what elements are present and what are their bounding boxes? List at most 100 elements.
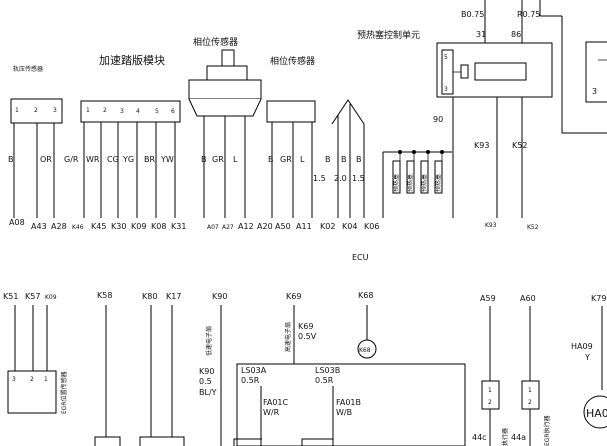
ecu-top-pins: A08 A43 A28 K46 K45 K30 K09 K08 K31 A07 … (9, 218, 539, 231)
fa01b-wire-color: W/B (336, 408, 352, 417)
ecu-pin-k06: K06 (364, 222, 379, 231)
pin-31-label: 31 (476, 30, 486, 39)
pedal-wire-label-yw: YW (160, 155, 174, 164)
pedal-pin-6: 6 (171, 108, 175, 115)
egr-actuator-label: EGR执行器 (543, 415, 551, 446)
a59-pin-1: 1 (488, 387, 492, 394)
pedal-pin-3: 3 (120, 108, 124, 115)
ecu-pin-a50: A50 (275, 222, 291, 231)
phase1-label-gr: GR (212, 155, 224, 164)
ls03b-wire: 0.5R (315, 376, 334, 385)
pedal-pin-4: 4 (136, 108, 140, 115)
a60-pin-1: 1 (528, 387, 532, 394)
ecu-pin-k02: K02 (320, 222, 335, 231)
pin-86-label: 86 (511, 30, 521, 39)
a60-pin-2: 2 (528, 399, 532, 406)
phase1-label-b: B (201, 155, 207, 164)
phase-sensor-1-base (188, 98, 262, 117)
ecu-pin-k69: K69 (286, 292, 301, 301)
rail-pin-1: 1 (15, 107, 19, 114)
ls03b-label: LS03B (315, 366, 340, 375)
ecu-pin-a43: A43 (31, 222, 47, 231)
egr-position-sensor-label: EGR位置传感器 (60, 371, 68, 414)
ecu-pin-a59: A59 (480, 294, 496, 303)
preheat-relay-pin-3: 3 (444, 86, 448, 93)
ecu-pin-a11: A11 (296, 222, 312, 231)
ecu-label: ECU (352, 253, 369, 262)
preheat-plug-1 (392, 160, 401, 194)
ecu-pin-k30: K30 (111, 222, 126, 231)
actuator-partial-label: 执行器 (501, 428, 509, 446)
ecu-pin-k09: K09 (131, 222, 146, 231)
k93-wire-label: K93 (474, 141, 489, 150)
egr-pos-pin-2: 2 (30, 376, 34, 383)
relay-box-1 (94, 436, 121, 446)
phase-sensor-2-box (266, 100, 316, 123)
ecu-pin-a12: A12 (238, 222, 254, 231)
ecu-pin-a28: A28 (51, 222, 67, 231)
egr-pos-pin-1: 1 (44, 376, 48, 383)
ha0-partial-label: HA0 (586, 407, 607, 420)
ecu-pin-k17: K17 (166, 292, 181, 301)
accel-pedal-module-box (80, 100, 181, 123)
ecu-pin-k45: K45 (91, 222, 106, 231)
k52-wire-label: K52 (512, 141, 527, 150)
high-speed-fan-label: 高速电子扇 (284, 322, 292, 352)
right-partial-pin-3: 3 (592, 87, 597, 96)
ecu-pin-k79: K79 (591, 294, 606, 303)
phase2-label-l: L (300, 155, 305, 164)
preheat-plug-4 (434, 160, 443, 194)
plug-wire-b-2: B (341, 155, 347, 164)
phase-sensor-1-neck (206, 65, 248, 81)
phase-sensor-1-tip (221, 49, 235, 67)
plug-wire-b-3: B (356, 155, 362, 164)
phase2-label-b: B (268, 155, 274, 164)
ecu-pin-k93: K93 (485, 222, 497, 229)
terminal-44c: 44c (472, 433, 487, 442)
ecu-pin-k04: K04 (342, 222, 357, 231)
preheat-relay-contact (460, 64, 469, 79)
b075-label: B0.75 (461, 10, 484, 19)
ecu-pin-k51: K51 (3, 292, 18, 301)
phase-sensor-1-label: 相位传感器 (193, 36, 238, 48)
ecu-pin-k31: K31 (171, 222, 186, 231)
rail-pin-2: 2 (34, 107, 38, 114)
ecu-pin-k58: K58 (97, 291, 112, 300)
pedal-wire-label-cg: CG (107, 155, 119, 164)
k90-size: 0.5 (199, 377, 212, 386)
preheat-plug-2-label: 预热塞 (406, 174, 414, 192)
egr-position-sensor-box (7, 370, 57, 414)
ha09-label: HA09 (571, 342, 593, 351)
rail-pressure-sensor-box (10, 98, 63, 124)
rail-pressure-sensor-label: 轨压传感器 (13, 65, 43, 73)
ls03a-label: LS03A (241, 366, 267, 375)
pedal-wire-label-br: BR (144, 155, 155, 164)
right-partial-box (585, 41, 607, 103)
preheat-feed-wedge (331, 99, 365, 125)
pedal-wire-label-gr: G/R (64, 155, 79, 164)
preheat-plug-4-label: 预热塞 (434, 174, 442, 192)
ecu-pin-k08: K08 (151, 222, 166, 231)
fan-sub-box-1 (233, 438, 262, 446)
ecu-pin-a08: A08 (9, 218, 25, 227)
terminal-44a: 44a (511, 433, 526, 442)
egr-pos-pin-3: 3 (12, 376, 16, 383)
pedal-wire-label-yg: YG (122, 155, 134, 164)
ha09-color: Y (584, 353, 590, 362)
low-speed-fan-label: 低速电子扇 (205, 326, 213, 356)
preheat-relay-pin-5: 5 (444, 54, 448, 61)
fa01b-label: FA01B (336, 398, 361, 407)
fan-sub-box-2 (301, 438, 333, 446)
ecu-pin-k80: K80 (142, 292, 157, 301)
ls03a-wire: 0.5R (241, 376, 260, 385)
phase1-label-l: L (233, 155, 238, 164)
k69-size: 0.5V (298, 332, 317, 341)
pedal-pin-2: 2 (103, 107, 107, 114)
rail-pin-3: 3 (53, 107, 57, 114)
rail-wire-or-label: OR (40, 155, 52, 164)
preheat-plug-1-label: 预热塞 (392, 174, 400, 192)
pedal-pin-5: 5 (155, 108, 159, 115)
pedal-pin-1: 1 (86, 107, 90, 114)
preheat-relay-coil (474, 62, 527, 81)
plug-size-1: 1.5 (313, 174, 326, 183)
